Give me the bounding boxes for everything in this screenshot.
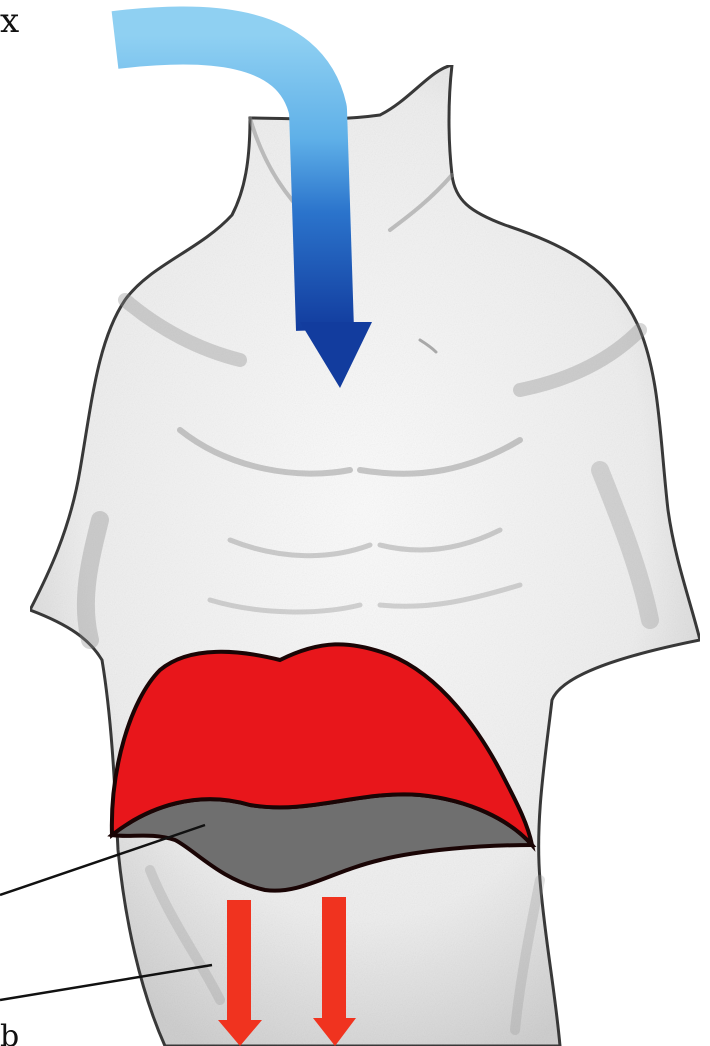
torso-outline bbox=[30, 65, 700, 1046]
torso-figure bbox=[30, 65, 700, 1046]
label-top-left: x bbox=[0, 4, 19, 38]
label-bottom-left: b bbox=[0, 1022, 19, 1046]
